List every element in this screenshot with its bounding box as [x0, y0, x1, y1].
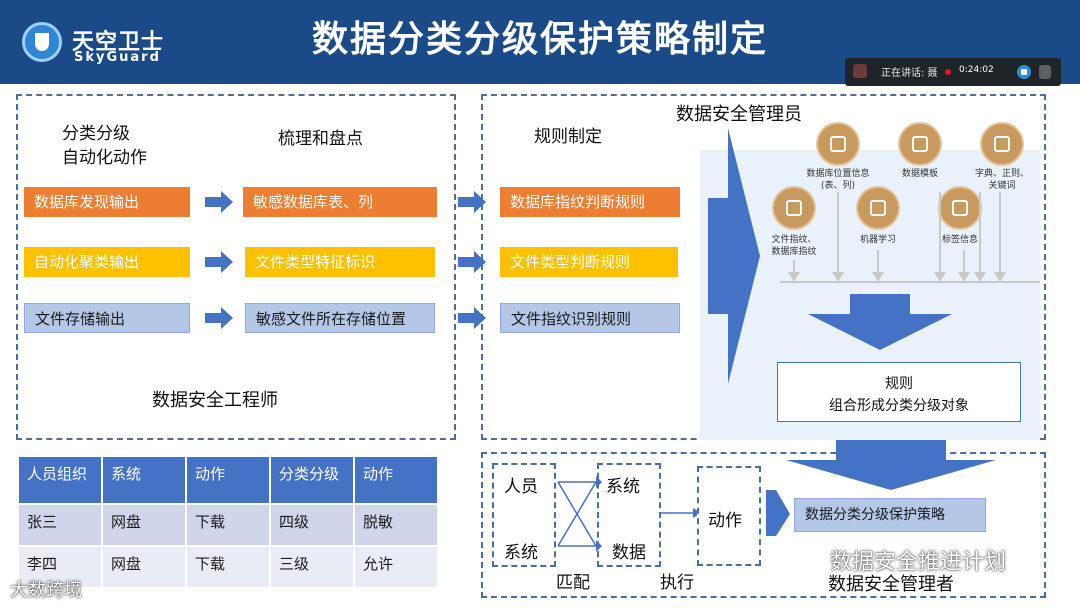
fingerprint-icon	[772, 186, 816, 230]
table-cell: 三级	[270, 546, 354, 588]
machine-learning-icon	[856, 186, 900, 230]
bottom-flow-panel	[481, 452, 1046, 598]
data-template-icon	[898, 122, 942, 166]
table-header-cell: 动作	[186, 456, 270, 504]
slide-title: 数据分类分级保护策略制定	[311, 19, 768, 60]
rule-result-title: 规则	[885, 376, 913, 392]
speaking-indicator: 正在讲话: 聂	[881, 68, 938, 79]
policy-box: 数据分类分级保护策略	[794, 498, 986, 532]
table-header-row: 人员组织 系统 动作 分类分级 动作	[18, 456, 438, 504]
icon-label-tag: 标签信息	[941, 235, 978, 245]
sensitive-db-tables: 敏感数据库表、列	[243, 187, 437, 217]
role-data-security-admin: 数据安全管理员	[676, 104, 802, 125]
col-title-rules: 规则制定	[534, 127, 602, 147]
logo-text-cn: 天空卫士	[72, 30, 165, 55]
speaker-avatar-icon	[853, 64, 867, 78]
match-label: 匹配	[556, 573, 590, 593]
recording-dot-icon	[945, 69, 951, 75]
meeting-toolbar: 正在讲话: 聂 0:24:02	[845, 58, 1061, 86]
execute-label: 执行	[660, 573, 694, 593]
table-cell: 脱敏	[354, 504, 438, 546]
table-cell: 张三	[18, 504, 102, 546]
mute-icon[interactable]	[1039, 65, 1051, 79]
table-cell: 下载	[186, 546, 270, 588]
logo-text-en: SkyGuard	[74, 50, 161, 65]
watermark-right: 数据安全推进计划	[830, 550, 1007, 575]
elapsed-time: 0:24:02	[959, 65, 994, 75]
left-panel	[16, 94, 456, 440]
cross-match-arrows-icon	[557, 476, 602, 552]
rule-result-box: 规则 组合形成分类分级对象	[777, 362, 1021, 422]
table-cell: 网盘	[102, 546, 186, 588]
table-row: 张三 网盘 下载 四级 脱敏	[18, 504, 438, 546]
db-discovery-output: 数据库发现输出	[24, 187, 190, 217]
flow-data: 数据	[612, 543, 646, 563]
role-data-security-manager: 数据安全管理者	[828, 574, 954, 595]
file-fingerprint-rule: 文件指纹识别规则	[500, 303, 680, 333]
table-header-cell: 分类分级	[270, 456, 354, 504]
table-cell: 李四	[18, 546, 102, 588]
rule-result-desc: 组合形成分类分级对象	[829, 398, 969, 414]
icon-label-fingerprint: 文件指纹、 数据库指纹	[771, 235, 817, 257]
big-right-arrow-icon	[708, 128, 760, 384]
auto-cluster-output: 自动化聚类输出	[24, 247, 190, 277]
icon-label-ml: 机器学习	[859, 235, 896, 245]
policy-arrow-icon	[766, 440, 996, 536]
col-title-inventory: 梳理和盘点	[278, 129, 363, 149]
execute-arrow-icon	[661, 508, 701, 518]
watermark-left: 大数跨境	[10, 580, 82, 601]
action-box	[697, 466, 761, 566]
stop-share-button[interactable]	[1017, 65, 1031, 79]
db-fingerprint-rule: 数据库指纹判断规则	[500, 187, 680, 217]
file-type-rule: 文件类型判断规则	[500, 247, 678, 277]
skyguard-logo-icon	[22, 22, 62, 62]
icon-label-template: 数据模板	[901, 169, 938, 179]
flow-person: 人员	[504, 477, 538, 497]
table-cell: 允许	[354, 546, 438, 588]
flow-system-left: 系统	[504, 543, 538, 563]
down-arrows-group	[780, 192, 1040, 283]
col-title-automation: 分类分级 自动化动作	[62, 124, 147, 168]
icon-label-dictionary: 字典、正则、 关键词	[974, 169, 1029, 191]
table-header-cell: 系统	[102, 456, 186, 504]
sensitive-file-location: 敏感文件所在存储位置	[245, 303, 435, 333]
table-cell: 四级	[270, 504, 354, 546]
table-cell: 下载	[186, 504, 270, 546]
dictionary-regex-icon	[980, 122, 1024, 166]
table-header-cell: 动作	[354, 456, 438, 504]
down-arrow-icon	[808, 294, 952, 350]
policy-table: 人员组织 系统 动作 分类分级 动作 张三 网盘 下载 四级 脱敏 李四 网盘 …	[18, 456, 438, 588]
file-type-feature: 文件类型特征标识	[245, 247, 435, 277]
file-storage-output: 文件存储输出	[24, 303, 190, 333]
table-header-cell: 人员组织	[18, 456, 102, 504]
subject-box	[492, 463, 556, 567]
flow-system-mid: 系统	[606, 477, 640, 497]
database-location-icon	[816, 122, 860, 166]
object-box	[597, 463, 661, 567]
role-data-security-engineer: 数据安全工程师	[152, 390, 278, 411]
table-cell: 网盘	[102, 504, 186, 546]
icon-label-db-location: 数据库位置信息 (表、列)	[806, 169, 870, 191]
table-row: 李四 网盘 下载 三级 允许	[18, 546, 438, 588]
flow-action: 动作	[708, 511, 742, 531]
